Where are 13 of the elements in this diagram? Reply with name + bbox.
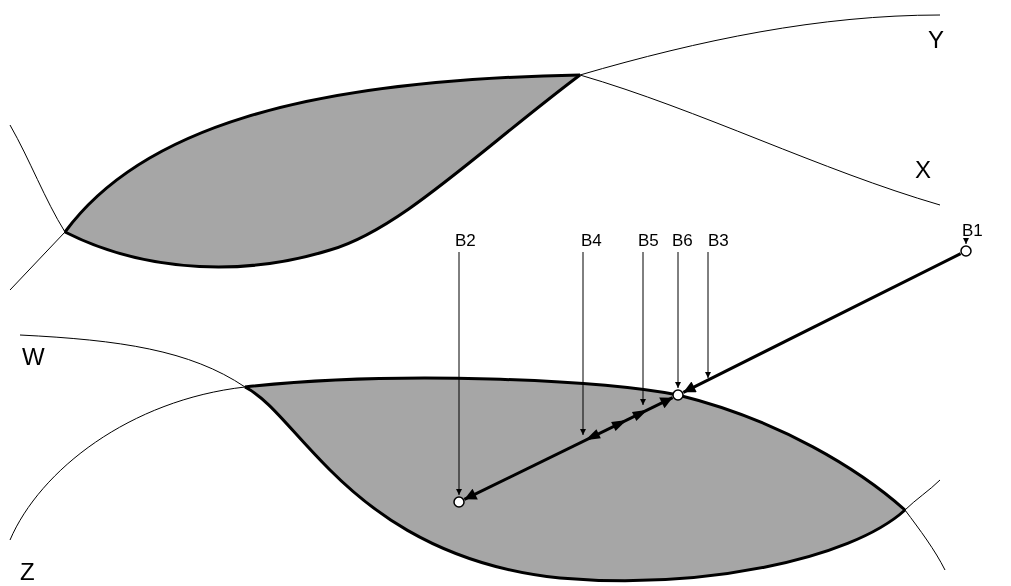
point-label: B2 [455, 232, 476, 249]
point-label: B5 [638, 232, 659, 249]
point-marker [672, 389, 684, 401]
point-label: B3 [708, 232, 729, 249]
point-marker [960, 245, 972, 257]
curve-label: Z [20, 560, 35, 584]
curve-label: W [22, 345, 45, 369]
point-label: B1 [962, 222, 983, 239]
point-label: B6 [672, 232, 693, 249]
point-marker [453, 496, 465, 508]
point-label: B4 [581, 232, 602, 249]
curve-label: Y [928, 28, 944, 52]
curve-label: X [915, 158, 931, 182]
